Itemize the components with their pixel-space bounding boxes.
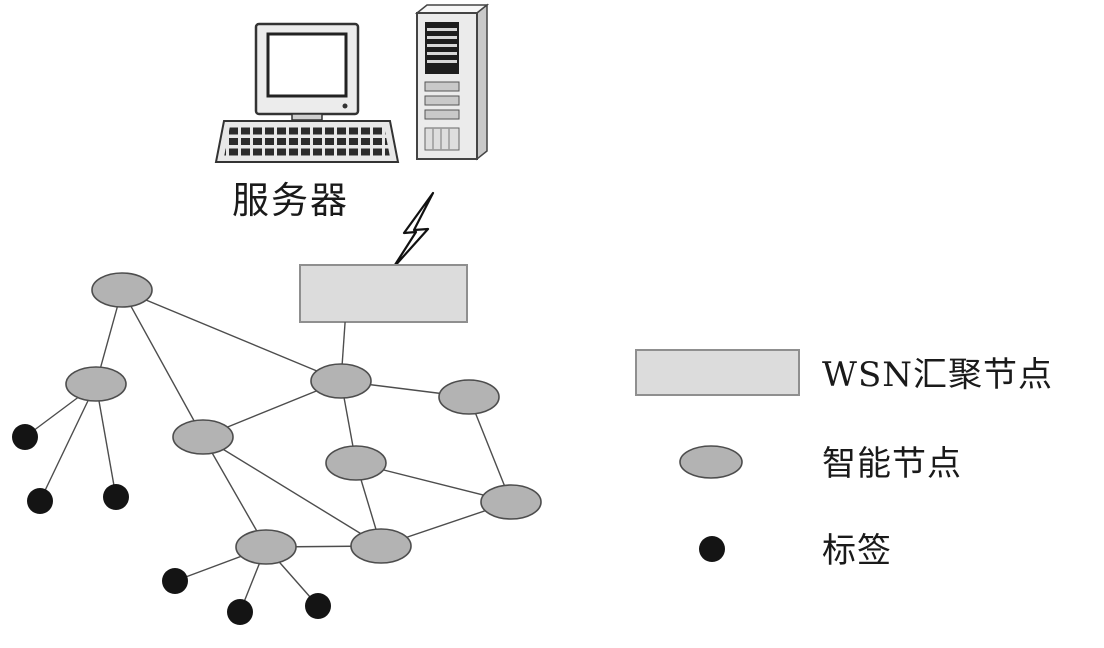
network-tags — [12, 424, 331, 625]
tag-node — [103, 484, 129, 510]
tag-node — [12, 424, 38, 450]
tag-node — [227, 599, 253, 625]
legend-tag-label: 标签 — [822, 531, 892, 571]
tower-lower-panel — [424, 127, 460, 151]
smart-node — [65, 366, 127, 402]
monitor-screen — [266, 32, 348, 98]
smart-node — [235, 529, 297, 565]
wsn-sink-node — [299, 264, 468, 323]
tower-vent-slat — [427, 60, 457, 63]
tag-node — [305, 593, 331, 619]
lightning-bolt-icon — [391, 191, 435, 270]
legend-smart-node-symbol — [679, 445, 743, 479]
smart-node — [438, 379, 500, 415]
smart-node — [350, 528, 412, 564]
tower-drive-bay — [424, 95, 460, 106]
network-link — [121, 289, 342, 382]
network-link — [468, 396, 512, 503]
tower-vent-slat — [427, 28, 457, 31]
legend-tag-symbol — [699, 536, 725, 562]
tower-drive-bay — [424, 109, 460, 120]
network-link — [202, 436, 267, 548]
network-link — [39, 383, 97, 502]
network-smart-nodes — [65, 272, 542, 565]
legend: WSN汇聚节点 智能节点 标签 — [635, 349, 1053, 571]
tag-node — [27, 488, 53, 514]
server-tower-icon — [414, 3, 490, 161]
tower-drive-bay — [424, 81, 460, 92]
monitor-power-button — [342, 103, 348, 109]
smart-node — [480, 484, 542, 520]
network-link — [121, 289, 204, 438]
network-link — [202, 436, 382, 547]
smart-node — [325, 445, 387, 481]
tower-side-face — [476, 3, 488, 161]
smart-node — [310, 363, 372, 399]
tower-vent-slat — [427, 44, 457, 47]
tower-vent-slat — [427, 36, 457, 39]
tower-vent-slat — [427, 52, 457, 55]
smart-node — [172, 419, 234, 455]
smart-node — [91, 272, 153, 308]
desktop-computer-icon — [214, 22, 400, 163]
network-link — [95, 383, 117, 498]
monitor-stand — [291, 113, 323, 121]
tower-top-face — [414, 4, 490, 14]
tag-node — [162, 568, 188, 594]
legend-smart-node-label: 智能节点 — [822, 444, 962, 484]
legend-sink-label: WSN汇聚节点 — [822, 355, 1053, 395]
server-label: 服务器 — [232, 179, 349, 222]
keyboard-keys — [224, 126, 390, 157]
legend-sink-symbol — [635, 349, 800, 396]
